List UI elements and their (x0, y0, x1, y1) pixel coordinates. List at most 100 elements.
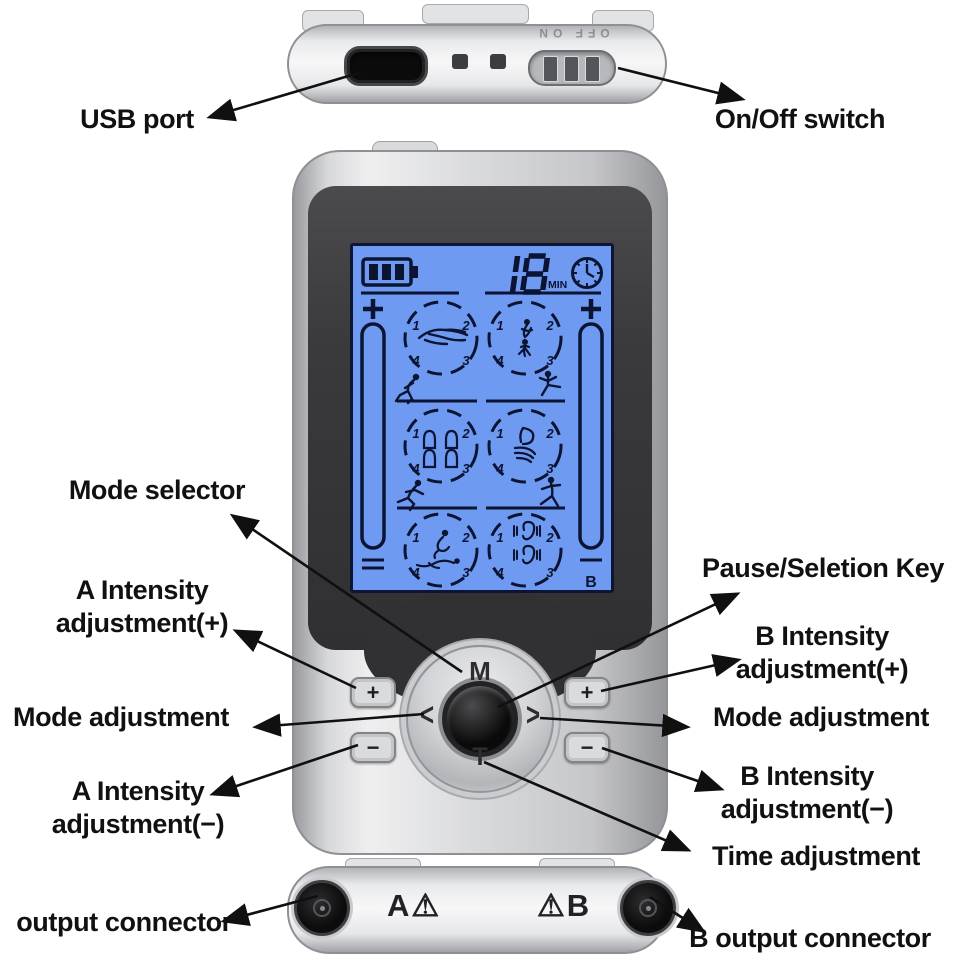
channel-a-letter: A (387, 888, 412, 923)
label-line: B Intensity (755, 621, 889, 651)
intensity-b-plus-sign (581, 299, 601, 319)
mode-number: 2 (545, 318, 554, 333)
bottom-edge-body (287, 866, 667, 954)
label-mode-adjustment-right: Mode adjustment (712, 702, 929, 732)
battery-icon (361, 257, 418, 287)
label-on-off-switch: On/Off switch (714, 104, 886, 134)
mode-circle-acupuncture: 1 2 4 3 (487, 300, 563, 376)
intensity-bar-a (360, 322, 386, 550)
label-line: adjustment(−) (51, 809, 225, 839)
top-housing-tab (422, 4, 529, 24)
device-front-view: MIN B (292, 141, 668, 855)
mode-adjustment-right-key[interactable]: > (525, 697, 540, 734)
pause-selection-button[interactable] (442, 681, 518, 757)
usb-port[interactable] (344, 46, 428, 86)
a-output-connector[interactable] (294, 880, 350, 936)
mode-number: 2 (545, 426, 554, 441)
row-dividers (397, 399, 565, 510)
intensity-a-minus-marks (362, 558, 384, 570)
label-line: adjustment(−) (720, 794, 894, 824)
mode-number: 2 (545, 530, 554, 545)
channel-b-label: B (585, 574, 597, 590)
label-mode-selector: Mode selector (68, 475, 246, 505)
sprint-runner-icon (396, 479, 425, 512)
mode-number: 1 (496, 530, 503, 545)
label-output-connector: output connector (16, 907, 232, 937)
timer-digits (509, 253, 551, 295)
switch-ridge (564, 56, 579, 82)
acupuncture-figures-icon (517, 319, 534, 358)
intensity-a-plus-sign (363, 299, 383, 319)
time-adjustment-key[interactable]: T (472, 743, 488, 771)
channel-b-letter: B (566, 888, 592, 923)
device-top-view: OFF ON (287, 4, 667, 104)
mode-number: 4 (495, 565, 504, 580)
warning-triangle-icon: ⚠ (537, 888, 567, 923)
label-usb-port: USB port (80, 104, 194, 134)
switch-ridge (543, 56, 558, 82)
dance-figure-icon (539, 476, 562, 508)
switch-ridge (585, 56, 600, 82)
a-intensity-plus-button[interactable]: + (350, 677, 396, 708)
label-mode-adjustment-left: Mode adjustment (12, 702, 229, 732)
scratching-hand-icon (513, 426, 537, 464)
label-a-intensity-minus: A Intensity adjustment(−) (33, 775, 243, 841)
a-intensity-minus-button[interactable]: − (350, 732, 396, 763)
label-b-output-connector: B output connector (689, 923, 931, 953)
crouch-runner-icon (394, 373, 420, 405)
mode-circle-body-massage: 1 2 4 3 (403, 512, 479, 588)
label-b-intensity-minus: B Intensity adjustment(−) (702, 760, 912, 826)
mode-number: 2 (461, 530, 470, 545)
mode-number: 1 (496, 426, 503, 441)
strap-hole (490, 54, 506, 69)
label-b-intensity-plus: B Intensity adjustment(+) (722, 620, 922, 686)
strap-hole (452, 54, 468, 69)
channel-b-marking: ⚠B (537, 888, 591, 924)
kneading-hand-icon (417, 328, 469, 346)
mode-number: 4 (495, 353, 504, 368)
lcd-graphics: MIN B (360, 253, 604, 590)
device-bottom-view: A⚠ ⚠B (287, 858, 676, 954)
ear-massage-icon (513, 520, 541, 565)
mode-number: 4 (411, 565, 420, 580)
b-intensity-plus-button[interactable]: + (564, 677, 610, 708)
mode-number: 1 (412, 426, 419, 441)
mode-number: 3 (546, 461, 554, 476)
lcd-screen: MIN B (350, 243, 614, 593)
b-intensity-minus-button[interactable]: − (564, 732, 610, 763)
mode-number: 1 (496, 318, 503, 333)
label-line: adjustment(+) (55, 608, 229, 638)
switch-off-on-text: OFF ON (534, 26, 610, 40)
mode-number: 3 (546, 353, 554, 368)
mode-circle-kneading-hand: 1 2 4 3 (403, 300, 479, 376)
kick-figure-icon (538, 370, 562, 397)
cupping-jars-icon (422, 429, 459, 469)
connector-pin (320, 906, 325, 911)
mode-number: 4 (411, 353, 420, 368)
mode-number: 3 (546, 565, 554, 580)
mode-number: 3 (462, 461, 470, 476)
label-pause-selection-key: Pause/Seletion Key (702, 553, 944, 583)
connector-pin (646, 906, 651, 911)
clock-icon (571, 257, 603, 289)
label-time-adjustment: Time adjustment (711, 841, 921, 871)
on-off-switch[interactable] (528, 50, 616, 86)
warning-triangle-icon: ⚠ (411, 888, 442, 923)
label-line: A Intensity (75, 575, 209, 605)
label-line: B Intensity (740, 761, 874, 791)
mode-number: 3 (462, 565, 470, 580)
mode-circle-ear-massage: 1 2 4 3 (487, 512, 563, 588)
mode-number: 3 (462, 353, 470, 368)
mode-number: 1 (412, 530, 419, 545)
label-line: adjustment(+) (735, 654, 909, 684)
label-a-intensity-plus: A Intensity adjustment(+) (38, 574, 246, 640)
mode-circle-scratching: 1 2 4 3 (487, 408, 563, 484)
mode-number: 2 (461, 318, 470, 333)
mode-circle-cupping: 1 2 4 3 (403, 408, 479, 484)
mode-adjustment-left-key[interactable]: < (419, 697, 434, 734)
mode-number: 1 (412, 318, 419, 333)
mode-selector-key[interactable]: M (469, 656, 491, 686)
intensity-bar-b (578, 322, 604, 550)
channel-a-marking: A⚠ (387, 888, 441, 924)
